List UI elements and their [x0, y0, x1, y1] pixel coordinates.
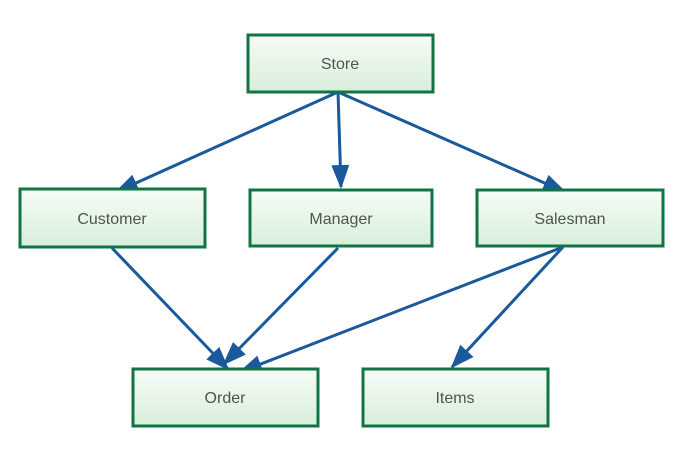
salesman-node-label: Salesman — [534, 211, 605, 228]
edge-store-to-manager — [331, 91, 350, 189]
customer-node-box — [18, 187, 207, 249]
salesman-node-box — [475, 188, 665, 248]
order-node-box — [131, 367, 320, 428]
edge-store-to-salesman — [337, 90, 567, 194]
node-salesman: Salesman — [475, 188, 665, 248]
store-node-label: Store — [321, 56, 359, 73]
items-node-box — [361, 367, 550, 428]
node-store: Store — [246, 33, 435, 94]
node-order: Order — [131, 367, 320, 428]
customer-node-label: Customer — [77, 211, 147, 228]
items-node-label: Items — [435, 390, 474, 407]
manager-node-box — [248, 188, 434, 248]
edge-store-to-customer — [114, 90, 339, 194]
edge-manager-to-order — [222, 246, 340, 366]
store-node-box — [246, 33, 435, 94]
order-node-label: Order — [205, 390, 247, 407]
edge-salesman-to-items — [450, 245, 565, 369]
edge-salesman-to-order — [238, 245, 564, 374]
node-layer: Store Customer Manager Salesman Order It — [18, 33, 665, 428]
edge-customer-to-order — [110, 246, 230, 371]
node-manager: Manager — [248, 188, 434, 248]
node-customer: Customer — [18, 187, 207, 249]
edge-layer — [110, 90, 567, 374]
manager-node-label: Manager — [309, 211, 373, 228]
node-items: Items — [361, 367, 550, 428]
